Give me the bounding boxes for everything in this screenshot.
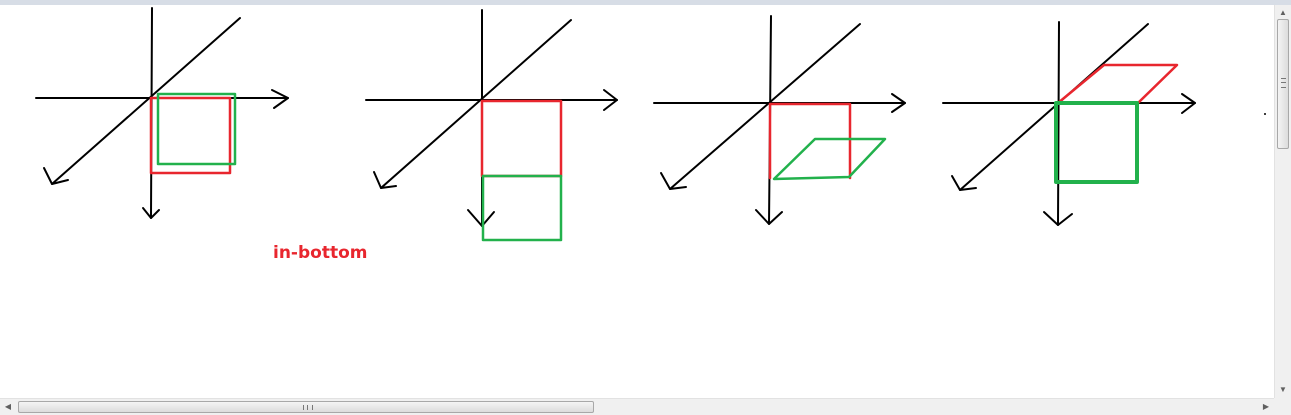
red-square-2 — [480, 99, 563, 178]
green-square-4 — [1054, 101, 1139, 184]
top-border — [0, 0, 1291, 5]
diagram-2 — [365, 9, 618, 242]
thumb-grip-icon — [303, 405, 313, 410]
axes-1 — [35, 7, 289, 219]
scroll-down-arrow-icon[interactable]: ▼ — [1279, 385, 1287, 394]
horizontal-scrollbar[interactable]: ◀ ▶ — [0, 398, 1274, 415]
vertical-scrollbar[interactable]: ▲ ▼ — [1274, 5, 1291, 398]
green-parallelogram-3 — [772, 137, 887, 181]
horizontal-scroll-thumb[interactable] — [18, 401, 594, 413]
diagram-1 — [35, 7, 289, 219]
diagram-4 — [942, 21, 1196, 226]
axes-4 — [942, 21, 1196, 226]
drawing-canvas — [35, 7, 1266, 242]
axes-3 — [653, 15, 906, 225]
vertical-scroll-thumb[interactable] — [1277, 19, 1289, 149]
red-square-1 — [149, 96, 232, 175]
thumb-grip-icon — [1281, 78, 1286, 88]
scrollbar-corner — [1274, 398, 1291, 415]
scroll-up-arrow-icon[interactable]: ▲ — [1279, 8, 1287, 17]
green-square-1 — [156, 92, 237, 166]
diagram-3 — [653, 15, 906, 225]
scroll-right-arrow-icon[interactable]: ▶ — [1262, 402, 1270, 411]
green-square-2 — [481, 174, 563, 242]
axes-2 — [365, 9, 618, 227]
scroll-left-arrow-icon[interactable]: ◀ — [4, 402, 12, 411]
stray-dot — [1264, 113, 1266, 115]
red-square-3 — [768, 102, 852, 180]
red-parallelogram-4 — [1056, 63, 1179, 105]
caption-in-bottom: in-bottom — [273, 243, 368, 263]
